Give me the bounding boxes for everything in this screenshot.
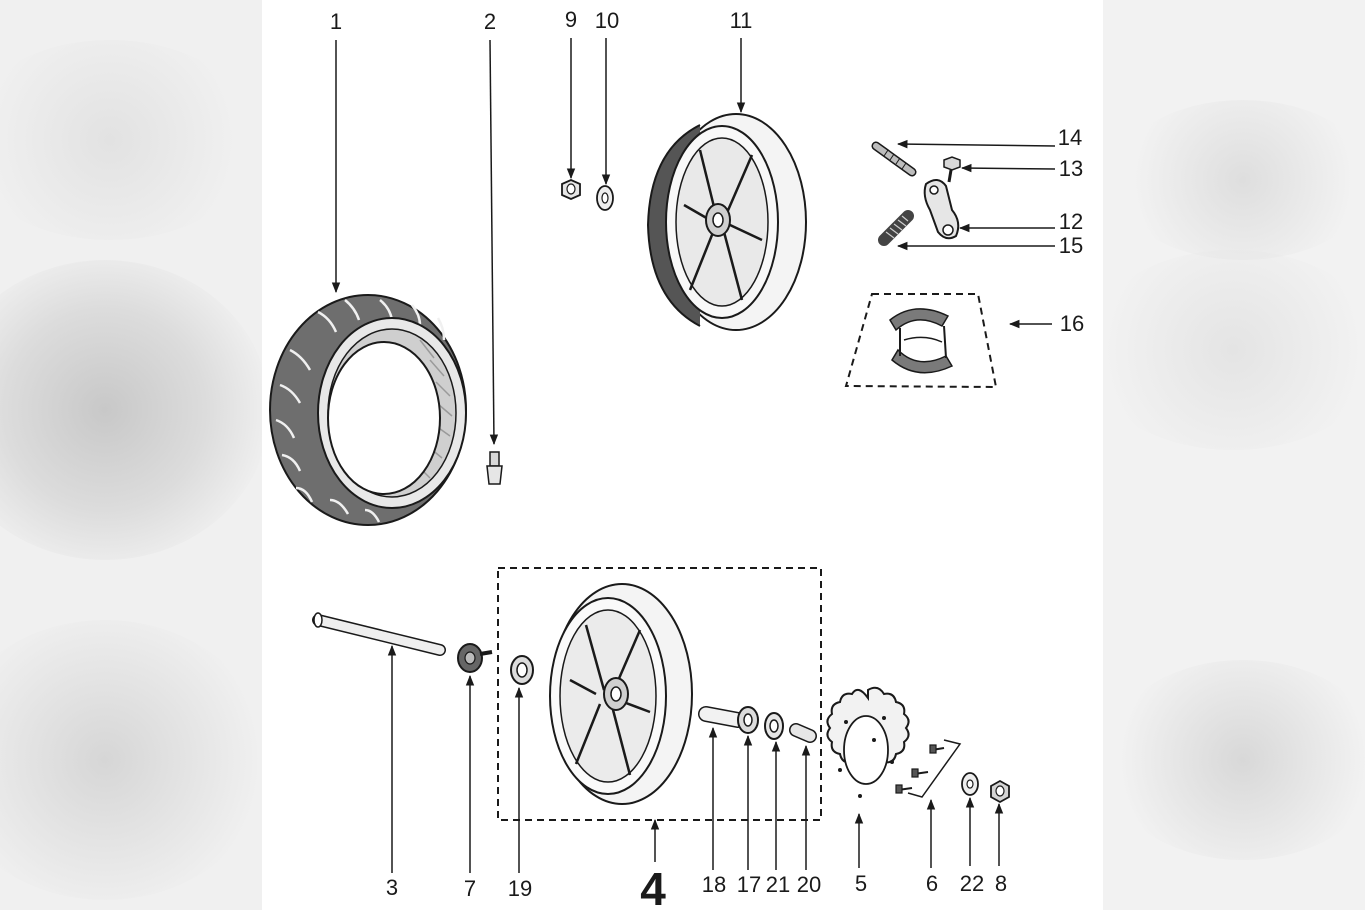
collar-part-20 [789, 723, 817, 743]
label-part-11: 11 [730, 8, 753, 33]
tire-part [269, 294, 467, 526]
left-blur-panel [0, 0, 262, 910]
part-number-labels: 1 2 9 10 11 14 13 12 15 16 3 7 19 4 18 1… [330, 7, 1084, 910]
disc-bolts-part-6 [895, 739, 962, 798]
bearing-part-17 [737, 706, 759, 734]
label-part-8: 8 [995, 871, 1007, 896]
label-part-13: 13 [1059, 156, 1083, 181]
brake-disc-part-5 [826, 686, 910, 798]
label-part-15: 15 [1059, 233, 1083, 258]
washer-part-10 [596, 185, 614, 211]
valve-part [486, 451, 503, 485]
bearing-part-19 [510, 655, 534, 685]
label-part-22: 22 [960, 871, 984, 896]
washer-part-22 [961, 772, 979, 796]
label-part-5: 5 [855, 871, 867, 896]
speedometer-gear-part-7 [457, 643, 493, 673]
axle-part-3 [312, 612, 446, 656]
label-part-4: 4 [640, 863, 666, 910]
label-part-12: 12 [1059, 209, 1083, 234]
label-part-17: 17 [737, 872, 761, 897]
nut-part-8 [990, 779, 1010, 804]
screw-part-13 [943, 156, 961, 183]
bolt-part-14 [871, 141, 917, 177]
brake-arm-part-12 [923, 179, 960, 240]
label-part-7: 7 [464, 876, 476, 901]
label-part-14: 14 [1058, 125, 1082, 150]
label-part-18: 18 [702, 872, 726, 897]
rear-rim-part [646, 113, 807, 331]
spacer-part-18 [698, 706, 746, 728]
label-part-3: 3 [386, 875, 398, 900]
brake-shoe-kit-16 [844, 293, 998, 389]
label-part-19: 19 [508, 876, 532, 901]
label-part-2: 2 [484, 9, 496, 34]
label-part-10: 10 [595, 8, 619, 33]
label-part-9: 9 [565, 7, 577, 32]
label-part-16: 16 [1060, 311, 1084, 336]
label-part-20: 20 [797, 872, 821, 897]
label-part-1: 1 [330, 9, 342, 34]
nut-part-9 [561, 179, 581, 200]
label-part-6: 6 [926, 871, 938, 896]
right-blur-panel [1103, 0, 1365, 910]
label-part-21: 21 [766, 872, 790, 897]
seal-part-21 [764, 712, 784, 740]
leader-lines [331, 38, 1056, 873]
front-wheel-assembly-4 [497, 567, 822, 821]
spring-part-15 [878, 210, 914, 246]
